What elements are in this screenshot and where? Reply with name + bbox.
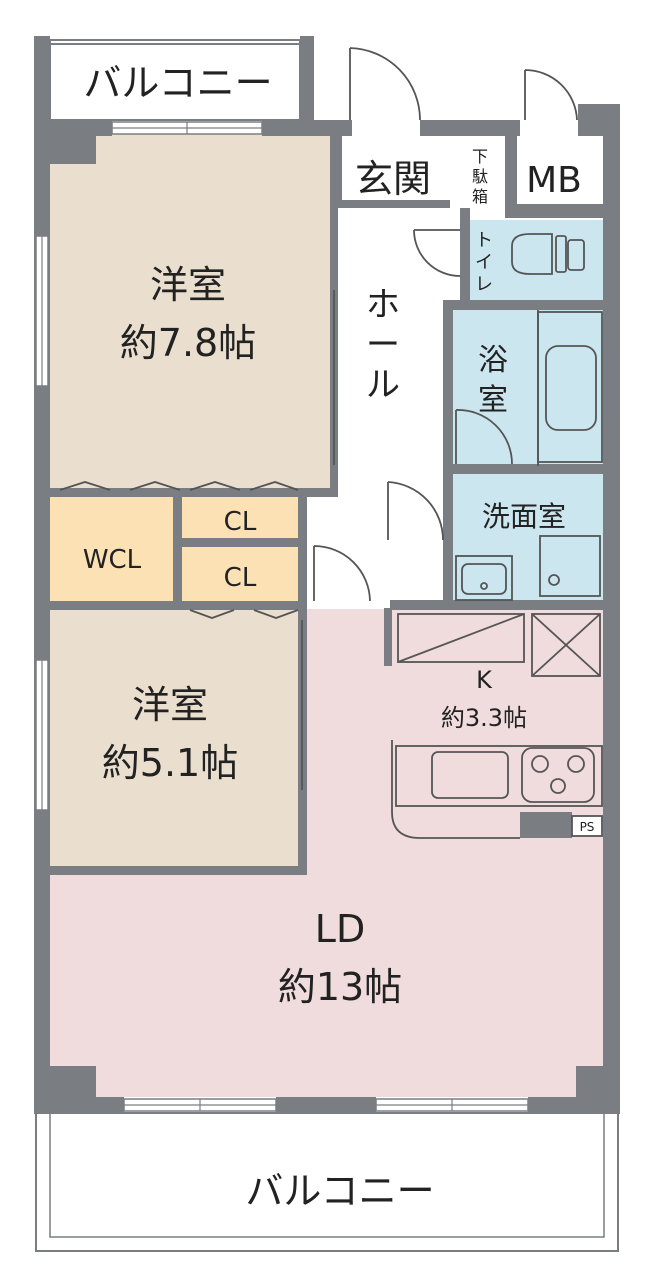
cl2-fill	[182, 547, 298, 602]
bath-label-1: 浴	[478, 343, 508, 378]
door-swing-icon	[524, 69, 578, 121]
windows	[35, 121, 529, 1112]
wall-cl-mid	[182, 538, 306, 547]
room-fills	[50, 134, 603, 1097]
wcl-fill	[50, 496, 174, 601]
wall-toilet-left	[460, 208, 470, 308]
balcony-bottom-label: バルコニー	[245, 1169, 434, 1213]
entrance-label: 玄関	[355, 157, 431, 201]
corner-block-nw	[50, 134, 96, 164]
hall-label-1: ホ	[366, 285, 400, 325]
western-room-2-fill	[50, 609, 300, 866]
ld-size: 約13帖	[278, 965, 402, 1009]
cl1-label: CL	[224, 507, 257, 537]
toilet-icon	[511, 233, 585, 275]
mb-label: MB	[526, 160, 582, 201]
western-room-2-name: 洋室	[132, 683, 208, 727]
wall-bath-top	[443, 300, 613, 310]
wcl-label: WCL	[83, 545, 142, 575]
wall-w2-bottom	[50, 866, 307, 875]
wall-top-west	[34, 120, 112, 136]
western-room-2-size: 約5.1帖	[102, 741, 238, 785]
bath-fill	[452, 309, 603, 466]
door-swing-icon	[413, 229, 461, 277]
door-swing-icon	[349, 47, 421, 121]
toilet-label-3: レ	[475, 274, 493, 295]
balcony-top-rail-left	[34, 36, 50, 116]
kitchen-size: 約3.3帖	[441, 704, 527, 732]
door-swing-icon	[455, 409, 513, 465]
hall-label-2: ー	[366, 325, 400, 365]
wall-bottom-left	[34, 1097, 124, 1113]
fixtures	[391, 233, 603, 839]
wall-cl-right	[298, 496, 307, 610]
balcony-top-outline	[49, 39, 301, 121]
wall-ps	[520, 812, 572, 838]
cl2-label: CL	[224, 563, 257, 593]
western-room-1-size: 約7.8帖	[120, 321, 256, 365]
ld-name: LD	[315, 907, 365, 951]
wall-bath-bottom	[443, 464, 613, 474]
shoe-box-label-2: 駄	[472, 167, 488, 186]
cl1-fill	[182, 496, 298, 539]
door-swing-icon	[313, 545, 371, 602]
toilet-label-2: イ	[475, 252, 493, 273]
wall-top-center	[420, 120, 520, 136]
wall-entrance-left	[334, 134, 342, 208]
shoe-box-label-3: 箱	[472, 187, 488, 206]
wall-shoebox-right	[505, 134, 517, 210]
balconies	[35, 39, 619, 1252]
wall-bottom-mid	[276, 1097, 376, 1113]
wall-top-west-2	[262, 120, 344, 136]
wall-bottom-right	[528, 1097, 620, 1113]
washroom-label: 洗面室	[482, 500, 566, 533]
stove-icon	[521, 747, 595, 803]
balcony-top-rail-right	[300, 36, 314, 122]
wall-kitchen-stub	[384, 608, 392, 666]
balcony-top-label: バルコニー	[83, 61, 272, 105]
wall-entrance-bottom	[340, 200, 450, 208]
door-swing-icon	[387, 481, 444, 541]
western-room-1-fill	[50, 134, 332, 490]
western-room-1-name: 洋室	[150, 263, 226, 307]
wall-left	[34, 36, 50, 1114]
wall-wcl-right	[173, 496, 182, 606]
labels: バルコニー バルコニー 洋室 約7.8帖 洋室 約5.1帖 WCL CL CL …	[83, 61, 595, 1213]
kitchen-sink-icon	[431, 751, 509, 799]
wall-mb-bottom	[505, 204, 603, 218]
kitchen-name: K	[476, 666, 493, 694]
washing-machine-icon	[539, 535, 601, 597]
wall-w1-bottom	[50, 488, 338, 497]
wall-wash-bottom	[390, 600, 613, 610]
wall-top-mid	[334, 120, 352, 136]
washbasin-icon	[455, 555, 513, 601]
toilet-label-1: ト	[475, 230, 493, 251]
washroom-fill	[452, 473, 603, 601]
wall-closet-bottom	[50, 601, 307, 610]
wall-wet-left	[443, 300, 453, 610]
doors	[59, 47, 578, 790]
hall-label-3: ル	[366, 365, 400, 405]
shoe-box-label-1: 下	[472, 147, 488, 166]
ps-label: PS	[580, 820, 595, 834]
bath-label-2: 室	[478, 383, 508, 418]
